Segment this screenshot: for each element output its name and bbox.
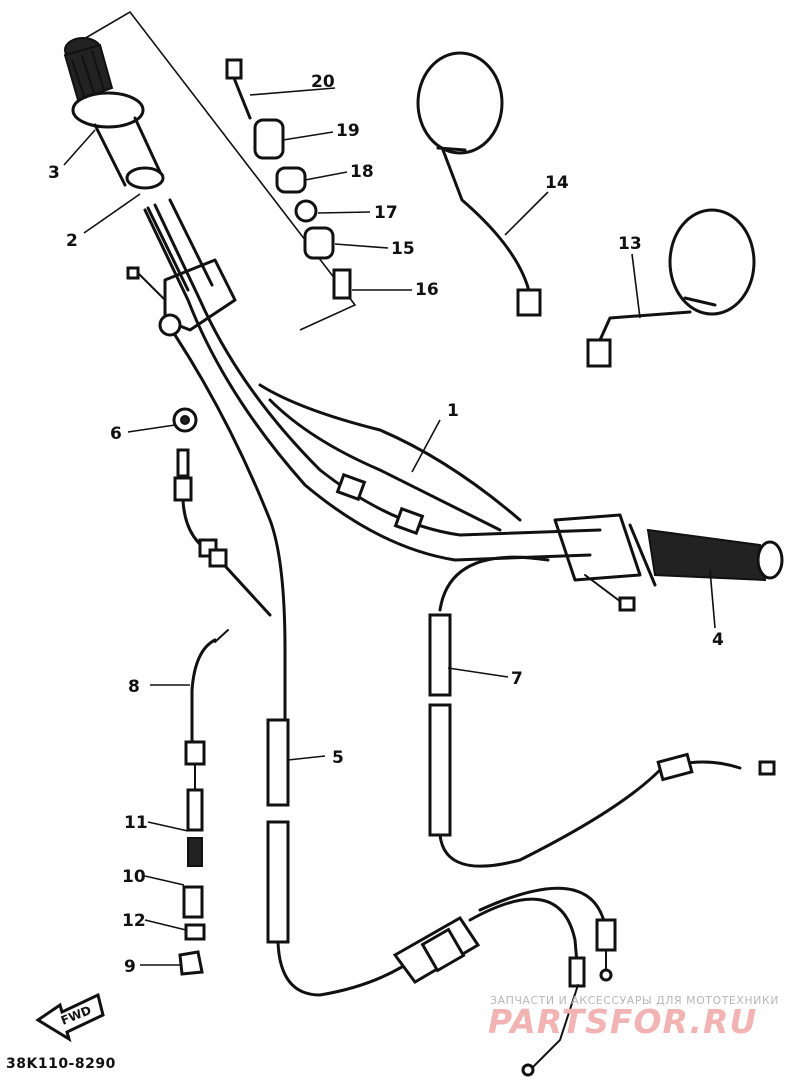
adjuster-stack xyxy=(178,740,206,976)
fwd-arrow: FWD xyxy=(35,992,105,1043)
callout-1: 1 xyxy=(447,401,459,421)
callout-17: 17 xyxy=(374,203,398,223)
callout-6: 6 xyxy=(110,424,122,444)
group-boundary xyxy=(64,10,357,331)
callout-8: 8 xyxy=(128,677,140,697)
callout-3: 3 xyxy=(48,163,60,183)
callout-16: 16 xyxy=(415,280,439,300)
clutch-cable xyxy=(173,448,272,747)
starter-cable xyxy=(428,555,776,868)
callout-19: 19 xyxy=(336,121,360,141)
handlebar xyxy=(143,203,602,562)
watermark-tagline: ЗАПЧАСТИ И АКСЕССУАРЫ ДЛЯ МОТОТЕХНИКИ xyxy=(490,994,779,1007)
callout-15: 15 xyxy=(391,239,415,259)
mirror-right xyxy=(586,208,756,368)
right-grip xyxy=(553,513,784,612)
left-grip xyxy=(63,37,214,292)
callout-numbers: 20 19 18 17 15 16 14 13 1 3 2 6 4 7 8 5 … xyxy=(48,72,724,977)
watermark-logo: PARTSFOR.RU xyxy=(488,1002,758,1041)
callout-2: 2 xyxy=(66,231,78,251)
part-code: 38K110-8290 xyxy=(6,1056,116,1072)
nut xyxy=(172,407,198,433)
callout-10: 10 xyxy=(122,867,146,887)
exploded-parts xyxy=(225,58,352,300)
callout-13: 13 xyxy=(618,234,642,254)
callout-11: 11 xyxy=(124,813,148,833)
junction-block xyxy=(392,886,617,1077)
callout-12: 12 xyxy=(122,911,146,931)
callout-18: 18 xyxy=(350,162,374,182)
callout-14: 14 xyxy=(545,173,569,193)
left-switch xyxy=(126,258,237,337)
throttle-cable xyxy=(173,333,422,997)
callout-7: 7 xyxy=(511,669,523,689)
callout-9: 9 xyxy=(124,957,136,977)
mirror-left xyxy=(416,51,542,317)
callout-20: 20 xyxy=(311,72,335,92)
callout-4: 4 xyxy=(712,630,724,650)
callout-5: 5 xyxy=(332,748,344,768)
leader-lines xyxy=(63,87,716,966)
